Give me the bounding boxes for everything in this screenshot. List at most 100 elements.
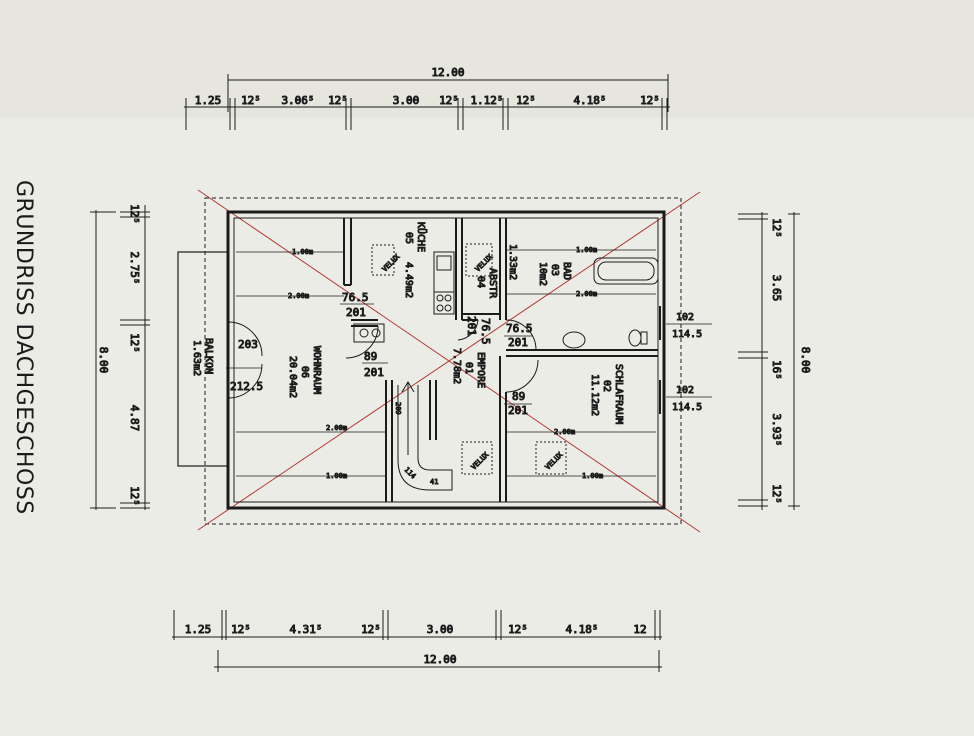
abstr-door-h: 201 [465, 316, 478, 336]
schlaf-door-h: 201 [508, 404, 528, 417]
room-wohnraum-name: WOHNRAUM [311, 346, 322, 394]
dim-right-2: 3.65 [770, 275, 783, 302]
bath-fixtures [562, 257, 659, 349]
dim-right-1: 12⁵ [770, 218, 783, 238]
svg-text:2.00m: 2.00m [554, 428, 575, 436]
dim-bottom-3: 4.31⁵ [289, 623, 322, 636]
dim-left-2: 2.75⁵ [128, 251, 141, 284]
svg-text:1.00m: 1.00m [576, 246, 597, 254]
dim-right-labels: 12⁵ 3.65 16⁵ 3.93⁵ 12⁵ 8.00 [770, 218, 813, 505]
washbasin-icon [562, 331, 586, 349]
window-right-dims [666, 323, 712, 398]
dim-top-4: 12⁵ [328, 94, 348, 107]
abstr-door-w: 76.5 [479, 318, 492, 345]
room-balkon-name: BALKON [203, 338, 214, 374]
balcony [177, 251, 229, 467]
room-schlafraum-area: 11.12m2 [589, 374, 600, 416]
dim-top-8: 12⁵ [516, 94, 536, 107]
room-wohnraum-area: 20.04m2 [287, 356, 298, 398]
kitchen-door-w: 76.5 [342, 291, 369, 304]
skylight-kitchen [371, 244, 395, 276]
bad-door-h: 201 [508, 336, 528, 349]
room-empore-area: 7.78m2 [451, 348, 462, 384]
room-abstr-num: 04 [475, 276, 486, 288]
room-bad-name: BAD [561, 262, 572, 280]
dimension-right [738, 212, 800, 510]
roof-overhang-outline [204, 197, 682, 525]
svg-text:1.00m: 1.00m [582, 472, 603, 480]
dim-left-1: 12⁵ [128, 204, 141, 224]
dim-bottom-7: 4.18⁵ [565, 623, 598, 636]
svg-text:2.00m: 2.00m [576, 290, 597, 298]
toilet-icon [628, 329, 642, 347]
dim-bottom-1: 1.25 [185, 623, 212, 636]
dim-top-1: 1.25 [195, 94, 222, 107]
stair-run: 114 [403, 466, 418, 481]
room-abstr-area: 1.33m2 [507, 244, 518, 280]
dim-left-4: 4.87 [128, 405, 141, 432]
kitchen-open-h: 201 [364, 366, 384, 379]
paper-fold-shadow [0, 0, 974, 118]
interior-walls [343, 218, 658, 502]
win-right-2-h: 114.5 [672, 402, 702, 413]
roof-height-labels: 1.00m 2.00m 2.00m 1.00m 1.00m 2.00m 2.00… [288, 246, 604, 481]
svg-text:1.00m: 1.00m [292, 248, 313, 256]
dim-left-total: 8.00 [97, 347, 110, 374]
dim-top-7: 1.12⁵ [470, 94, 503, 107]
dim-right-3: 16⁵ [770, 360, 783, 380]
room-bad-num: 03 [549, 264, 560, 276]
svg-text:2.00m: 2.00m [326, 424, 347, 432]
bathtub-icon [593, 257, 659, 285]
dim-bottom-4: 12⁵ [361, 623, 381, 636]
room-schlafraum-num: 02 [601, 380, 612, 392]
dim-bottom-2: 12⁵ [231, 623, 251, 636]
win-right-1-w: 102 [676, 312, 694, 323]
stair-width: 209 [394, 402, 402, 415]
svg-text:2.00m: 2.00m [288, 292, 309, 300]
room-kueche-num: 05 [403, 232, 414, 244]
svg-text:VELUX: VELUX [381, 252, 402, 273]
roof-height-lines [236, 249, 656, 477]
dim-right-4: 3.93⁵ [770, 413, 783, 446]
kitchen-fixtures [353, 251, 455, 343]
room-balkon-area: 1.63m2 [191, 340, 202, 376]
room-empore-name: EMPORE [475, 352, 486, 388]
door-swings [227, 319, 539, 399]
dim-left-labels: 12⁵ 2.75⁵ 12⁵ 4.87 12⁵ 8.00 [97, 204, 142, 507]
dimension-top [184, 74, 670, 130]
sink-icon [436, 255, 452, 271]
win-right-1-h: 114.5 [672, 329, 702, 340]
room-wohnraum-num: 06 [299, 366, 310, 378]
roof-ridge-lines [197, 189, 701, 533]
dim-bottom-8: 12 [633, 623, 646, 636]
dim-bottom-total: 12.00 [423, 653, 456, 666]
balkon-door-w: 203 [238, 338, 258, 351]
svg-text:VELUX: VELUX [470, 450, 491, 471]
room-abstr-name: ABSTR [487, 268, 498, 299]
dim-top-9: 4.18⁵ [573, 94, 606, 107]
dim-left-3: 12⁵ [128, 333, 141, 353]
room-kueche-name: KÜCHE [415, 222, 428, 252]
dim-left-5: 12⁵ [128, 486, 141, 506]
room-empore-num: 01 [463, 362, 474, 374]
svg-text:1.00m: 1.00m [326, 472, 347, 480]
dim-bottom-5: 3.00 [427, 623, 454, 636]
dim-bottom-6: 12⁵ [508, 623, 528, 636]
stair-steps: 41 [430, 478, 438, 486]
dim-right-5: 12⁵ [770, 484, 783, 504]
skylights [371, 243, 567, 475]
skylight-empore [461, 441, 493, 475]
room-schlafraum-name: SCHLAFRAUM [613, 364, 624, 424]
room-kueche-area: 4.49m2 [403, 262, 414, 298]
hob-icon [353, 323, 385, 343]
kitchen-open-w: 89 [364, 350, 377, 363]
dim-top-3: 3.06⁵ [281, 94, 314, 107]
dim-top-10: 12⁵ [640, 94, 660, 107]
stove-icon [433, 291, 455, 315]
svg-text:VELUX: VELUX [544, 450, 565, 471]
kitchen-door-h: 201 [346, 306, 366, 319]
bad-door-w: 76.5 [506, 322, 533, 335]
inner-wall-face [233, 217, 659, 503]
